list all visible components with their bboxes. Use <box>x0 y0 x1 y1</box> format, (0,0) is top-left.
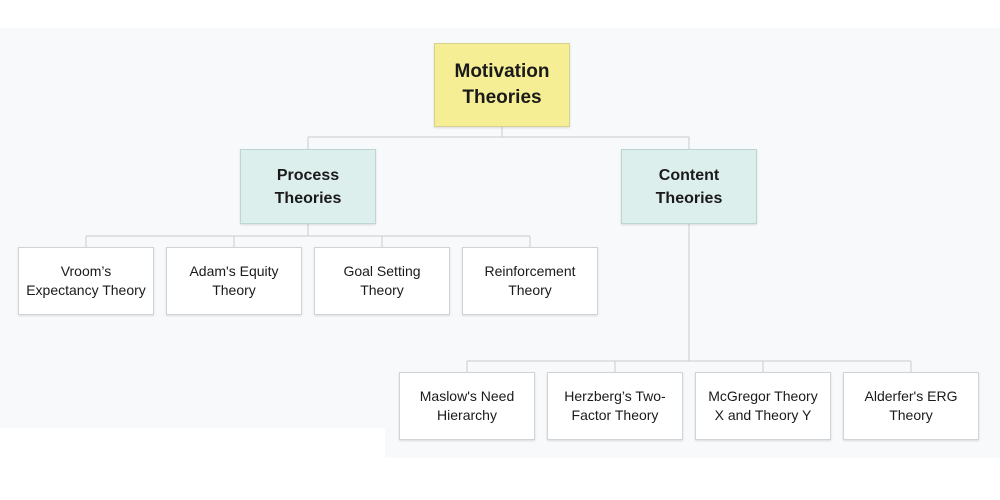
theory-label: Goal Setting Theory <box>343 263 421 298</box>
root-label: Motivation Theories <box>454 61 550 108</box>
theory-label: McGregor Theory X and Theory Y <box>708 388 818 423</box>
theory-node-maslow[interactable]: Maslow's Need Hierarchy <box>399 372 535 440</box>
theory-node-vroom[interactable]: Vroom’s Expectancy Theory <box>18 247 154 315</box>
theory-label: Reinforcement Theory <box>484 263 576 298</box>
theory-label: Vroom’s Expectancy Theory <box>26 263 146 298</box>
canvas-margin <box>0 428 385 500</box>
root-node[interactable]: Motivation Theories <box>434 43 570 127</box>
category-label: Process Theories <box>274 166 342 207</box>
theory-node-reinforcement[interactable]: Reinforcement Theory <box>462 247 598 315</box>
theory-label: Maslow's Need Hierarchy <box>419 388 515 423</box>
theory-node-goal-setting[interactable]: Goal Setting Theory <box>314 247 450 315</box>
theory-node-adams[interactable]: Adam's Equity Theory <box>166 247 302 315</box>
category-node-content[interactable]: Content Theories <box>621 149 757 224</box>
theory-node-alderfer[interactable]: Alderfer's ERG Theory <box>843 372 979 440</box>
category-node-process[interactable]: Process Theories <box>240 149 376 224</box>
category-label: Content Theories <box>655 166 723 207</box>
theory-label: Herzberg’s Two-Factor Theory <box>564 388 666 423</box>
canvas-margin <box>385 458 1000 500</box>
theory-label: Alderfer's ERG Theory <box>864 388 958 423</box>
theory-label: Adam's Equity Theory <box>189 263 279 298</box>
theory-node-mcgregor[interactable]: McGregor Theory X and Theory Y <box>695 372 831 440</box>
theory-node-herzberg[interactable]: Herzberg’s Two-Factor Theory <box>547 372 683 440</box>
